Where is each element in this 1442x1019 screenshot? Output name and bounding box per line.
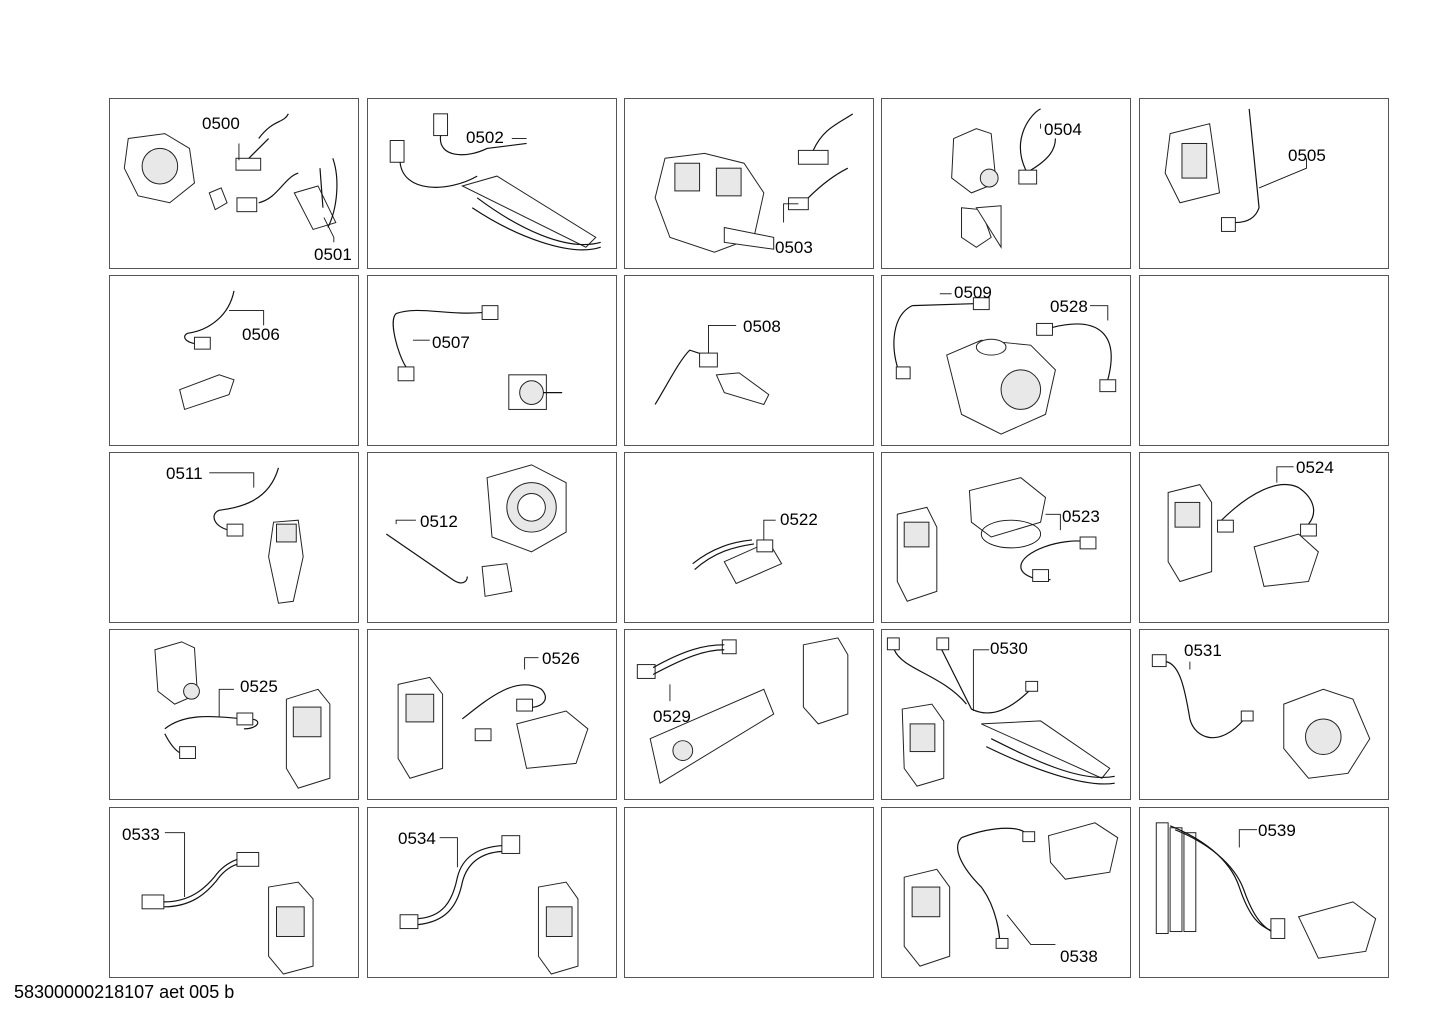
valve-module-illustration [154,641,331,789]
valve-and-bracket-illustration [951,108,1057,249]
part-label-0505: 0505 [1288,146,1326,165]
module-cable-illustration [397,657,589,779]
panel-0503: 0503 [624,98,874,269]
panel-0511: 0511 [109,452,359,623]
panel-0507: 0507 [367,275,617,446]
part-label-0524: 0524 [1296,458,1334,477]
part-label-0506: 0506 [242,325,280,344]
part-label-0539: 0539 [1258,821,1296,840]
panel-0530: 0530 [881,629,1131,800]
pressure-switch-illustration [392,305,563,410]
tachometer-illustration [385,464,567,597]
panel-0526: 0526 [367,629,617,800]
panel-0534: 0534 [367,807,617,978]
panel-empty-row2 [1139,275,1389,446]
panel-0538: 0538 [881,807,1131,978]
panel-0524: 0524 [1139,452,1389,623]
sensor-illustration [654,324,770,406]
panel-0506: 0506 [109,275,359,446]
part-label-0531: 0531 [1184,641,1222,660]
pcb-module-illustration [692,519,783,585]
motor-cable-illustration [1151,654,1371,779]
part-label-0523: 0523 [1062,507,1100,526]
part-label-0526: 0526 [542,649,580,668]
document-id: 58300000218107 aet 005 b [14,982,235,1002]
part-label-0500: 0500 [202,114,240,133]
panel-0525: 0525 [109,629,359,800]
part-label-0525: 0525 [240,677,278,696]
panel-0512: 0512 [367,452,617,623]
panel-0531: 0531 [1139,629,1389,800]
control-module-illustration [896,477,1097,602]
part-label-0501: 0501 [314,245,352,264]
panel-empty-row5 [624,807,874,978]
part-label-0503: 0503 [775,238,813,257]
panel-0539: 0539 [1139,807,1389,978]
display-pcb-illustration [636,637,849,784]
cable-and-clip-illustration [179,290,265,411]
part-label-0538: 0538 [1060,947,1098,966]
long-cable-illustration [903,822,1119,967]
part-label-0522: 0522 [780,510,818,529]
ribbon-harness-illustration [399,835,579,975]
part-label-0528: 0528 [1050,297,1088,316]
drain-pump-illustration [893,293,1117,435]
part-label-0508: 0508 [743,317,781,336]
panel-0505: 0505 [1139,98,1389,269]
part-label-0502: 0502 [466,128,504,147]
part-label-0507: 0507 [432,333,470,352]
heater-and-cable-illustration [389,113,601,251]
panel-0508: 0508 [624,275,874,446]
control-module-wiring-illustration [1167,466,1319,587]
panel-0500-0501: 0500 0501 [109,98,359,269]
part-label-0533: 0533 [122,825,160,844]
harness-illustration [141,832,314,975]
part-label-0534: 0534 [398,829,436,848]
panel-0523: 0523 [881,452,1131,623]
motor-and-wiring-illustration [123,113,338,243]
part-label-0509: 0509 [954,283,992,302]
heater-cable-illustration [886,637,1115,787]
panel-0533: 0533 [109,807,359,978]
panel-0522: 0522 [624,452,874,623]
hose-sensor-illustration [209,467,304,604]
part-label-0504: 0504 [1044,120,1082,139]
part-label-0511: 0511 [166,464,203,483]
door-lock-illustration [1164,108,1307,232]
part-label-0529: 0529 [653,707,691,726]
panel-0529: 0529 [624,629,874,800]
part-label-0530: 0530 [990,639,1028,658]
water-valve-illustration [654,113,854,253]
panel-0509-0528: 0509 0528 [881,275,1131,446]
part-label-0512: 0512 [420,512,458,531]
sensor-rod-harness-illustration [1155,822,1377,959]
panel-0502: 0502 [367,98,617,269]
panel-0504: 0504 [881,98,1131,269]
